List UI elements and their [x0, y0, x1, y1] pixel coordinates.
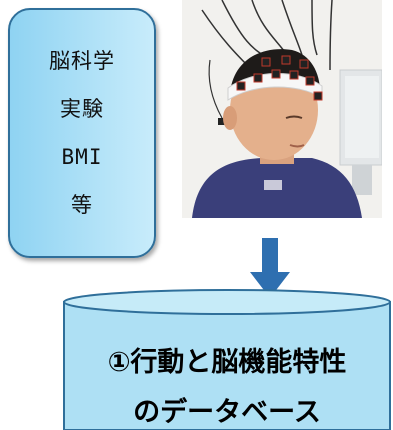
method-label-neuroscience: 脳科学: [49, 49, 115, 73]
method-label-etc: 等: [71, 193, 93, 217]
down-arrow-icon: [250, 238, 290, 298]
database-title-line2: のデータベース: [133, 397, 321, 428]
method-label-bmi: BMI: [61, 145, 103, 169]
database-cylinder: [63, 289, 391, 430]
boy-eeg-illustration: [182, 0, 382, 218]
database-title-line1: ①行動と脳機能特性: [107, 347, 347, 378]
method-label-experiment: 実験: [60, 97, 104, 121]
experiment-methods-box: 脳科学 実験 BMI 等: [8, 8, 156, 258]
eeg-photo: [182, 0, 382, 218]
